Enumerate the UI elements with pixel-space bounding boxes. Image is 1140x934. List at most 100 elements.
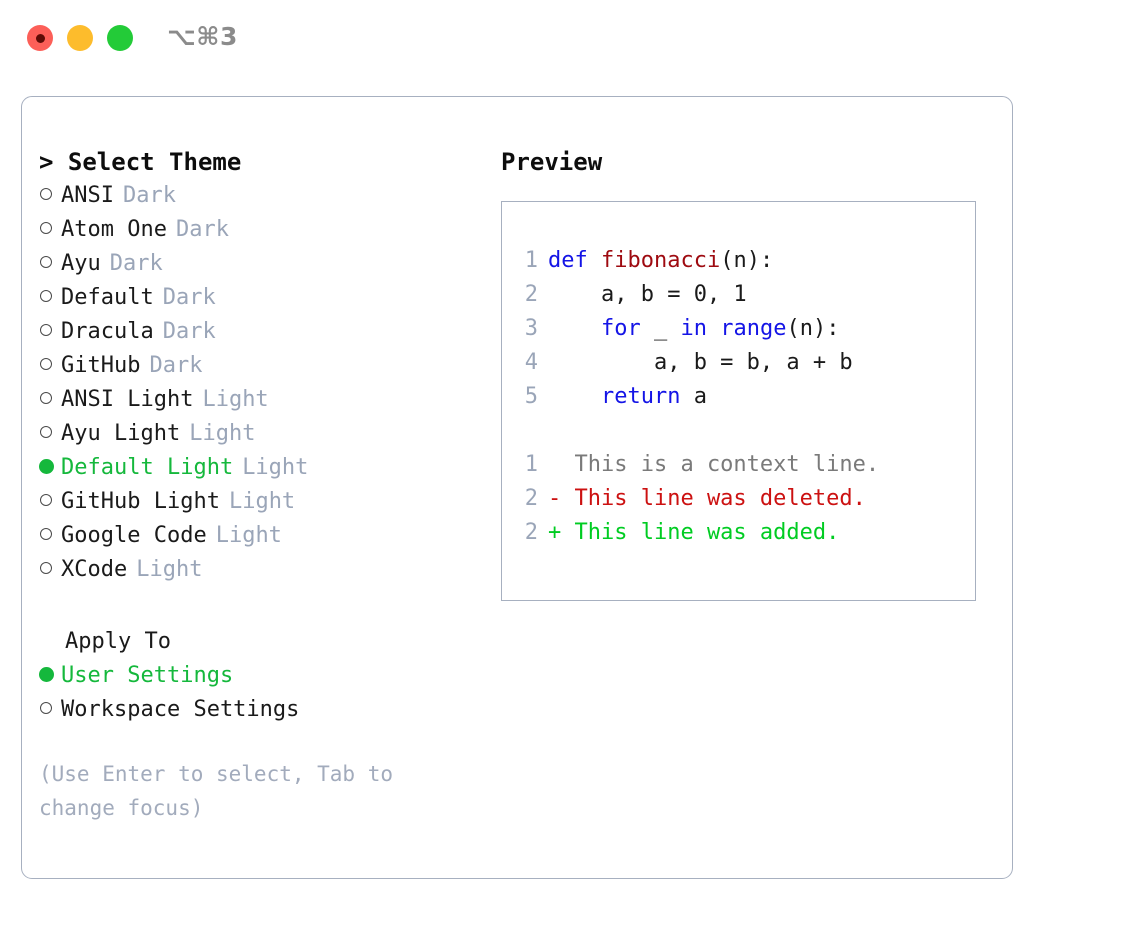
code-line: 4 a, b = b, a + b	[516, 346, 879, 380]
theme-variant-badge: Dark	[122, 183, 176, 208]
theme-option-label: Ayu	[61, 251, 101, 276]
theme-option-label: Default	[61, 285, 154, 310]
apply-to-option-label: Workspace Settings	[61, 697, 300, 722]
radio-mark	[40, 392, 52, 404]
select-theme-header: > Select Theme	[39, 148, 242, 176]
minimize-button[interactable]	[67, 25, 93, 51]
theme-option-label: Dracula	[61, 319, 154, 344]
code-token: (n):	[786, 316, 840, 341]
line-number: 2	[524, 520, 538, 545]
radio-mark	[40, 426, 52, 438]
theme-variant-badge: Light	[215, 523, 282, 548]
theme-variant-badge: Dark	[175, 217, 229, 242]
diff-line-add: 2 + This line was added.	[516, 516, 879, 550]
diff-line-text: - This line was deleted.	[548, 486, 866, 511]
diff-line-ctx: 1 This is a context line.	[516, 448, 879, 482]
theme-option-label: GitHub Light	[61, 489, 220, 514]
line-number: 3	[524, 316, 538, 341]
theme-option-label: Google Code	[61, 523, 207, 548]
code-token: for	[600, 316, 641, 341]
theme-variant-badge: Light	[136, 557, 203, 582]
code-token: a, b = 0, 1	[548, 282, 747, 307]
code-token	[707, 316, 720, 341]
theme-variant-badge: Light	[202, 387, 269, 412]
code-line: 3 for _ in range(n):	[516, 312, 879, 346]
apply-to-option-workspace-settings[interactable]: Workspace Settings	[39, 693, 489, 727]
theme-option-xcode[interactable]: XCode Light	[39, 553, 489, 587]
apply-to-header: Apply To	[65, 629, 171, 654]
theme-option-default[interactable]: Default Dark	[39, 281, 489, 315]
theme-option-ansi[interactable]: ANSI Dark	[39, 179, 489, 213]
line-number: 5	[524, 384, 538, 409]
code-diff-separator	[516, 414, 879, 448]
theme-option-atom-one[interactable]: Atom One Dark	[39, 213, 489, 247]
theme-option-github[interactable]: GitHub Dark	[39, 349, 489, 383]
theme-variant-badge: Light	[189, 421, 256, 446]
code-token: a, b = b, a + b	[548, 350, 853, 375]
theme-option-ayu-light[interactable]: Ayu Light Light	[39, 417, 489, 451]
code-token	[588, 248, 601, 273]
code-token: range	[720, 316, 787, 341]
theme-variant-badge: Dark	[162, 285, 216, 310]
diff-line-text: This is a context line.	[548, 452, 880, 477]
theme-option-label: Ayu Light	[61, 421, 181, 446]
window-controls	[27, 25, 133, 51]
radio-mark	[40, 290, 52, 302]
apply-to-option-label: User Settings	[61, 663, 234, 688]
code-token: _	[640, 316, 681, 341]
theme-option-google-code[interactable]: Google Code Light	[39, 519, 489, 553]
radio-mark	[40, 494, 52, 506]
maximize-button[interactable]	[107, 25, 133, 51]
code-token	[548, 384, 601, 409]
radio-mark	[40, 256, 52, 268]
code-token: (n):	[720, 248, 774, 273]
code-line: 1 def fibonacci(n):	[516, 244, 879, 278]
theme-variant-badge: Dark	[149, 353, 203, 378]
theme-option-label: XCode	[61, 557, 128, 582]
code-token	[548, 316, 601, 341]
theme-option-label: ANSI	[61, 183, 114, 208]
radio-mark	[40, 188, 52, 200]
radio-mark	[40, 528, 52, 540]
line-number: 1	[524, 452, 538, 477]
diff-line-del: 2 - This line was deleted.	[516, 482, 879, 516]
theme-variant-badge: Light	[228, 489, 296, 514]
code-token: return	[600, 384, 681, 409]
theme-option-ayu[interactable]: Ayu Dark	[39, 247, 489, 281]
theme-option-label: GitHub	[61, 353, 141, 378]
theme-option-label: Default Light	[61, 455, 234, 480]
theme-option-default-light[interactable]: Default Light Light	[39, 451, 489, 485]
keyboard-shortcut-label: ⌥⌘3	[167, 22, 238, 51]
radio-mark	[40, 324, 52, 336]
line-number: 1	[524, 248, 538, 273]
radio-mark	[39, 459, 54, 474]
line-number: 2	[524, 282, 538, 307]
radio-mark	[39, 667, 54, 682]
diff-line-text: + This line was added.	[548, 520, 840, 545]
code-token: a	[680, 384, 707, 409]
radio-mark	[40, 222, 52, 234]
keyboard-hint: (Use Enter to select, Tab to change focu…	[39, 762, 406, 820]
theme-variant-badge: Light	[242, 455, 309, 480]
radio-mark	[40, 358, 52, 370]
close-button[interactable]	[27, 25, 53, 51]
theme-option-label: Atom One	[61, 217, 167, 242]
title-bar: ⌥⌘3	[0, 0, 1140, 78]
code-token: def	[548, 248, 588, 273]
code-token: fibonacci	[601, 248, 721, 273]
code-line: 5 return a	[516, 380, 879, 414]
theme-variant-badge: Dark	[109, 251, 163, 276]
apply-to-option-user-settings[interactable]: User Settings	[39, 659, 489, 693]
line-number: 2	[524, 486, 538, 511]
theme-option-github-light[interactable]: GitHub Light Light	[39, 485, 489, 519]
